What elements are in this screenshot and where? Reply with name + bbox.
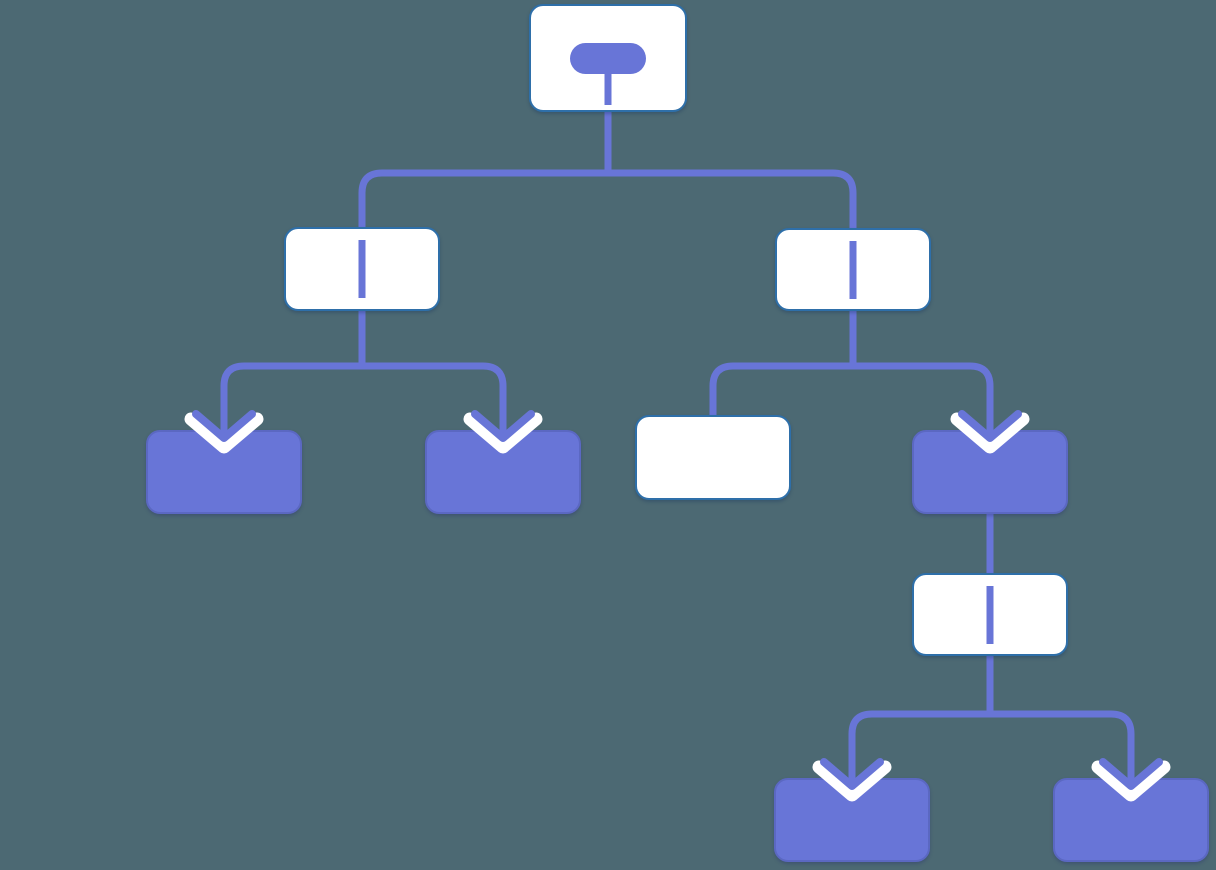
- vertical-bar-icon: [358, 240, 366, 298]
- open-leaf-node[interactable]: [635, 415, 791, 500]
- pill-icon: [570, 43, 646, 74]
- branch-node-left[interactable]: [284, 227, 440, 311]
- collapsed-leaf-4[interactable]: [1053, 778, 1209, 862]
- collapsed-leaf-3[interactable]: [774, 778, 930, 862]
- collapsed-branch-node[interactable]: [912, 430, 1068, 514]
- branch-node-sub[interactable]: [912, 573, 1068, 656]
- collapsed-leaf-1[interactable]: [146, 430, 302, 514]
- branch-node-right[interactable]: [775, 228, 931, 311]
- collapsed-leaf-2[interactable]: [425, 430, 581, 514]
- root-node[interactable]: [529, 4, 687, 112]
- pill-stem-icon: [604, 72, 612, 105]
- vertical-bar-icon: [849, 240, 857, 299]
- vertical-bar-icon: [986, 585, 994, 644]
